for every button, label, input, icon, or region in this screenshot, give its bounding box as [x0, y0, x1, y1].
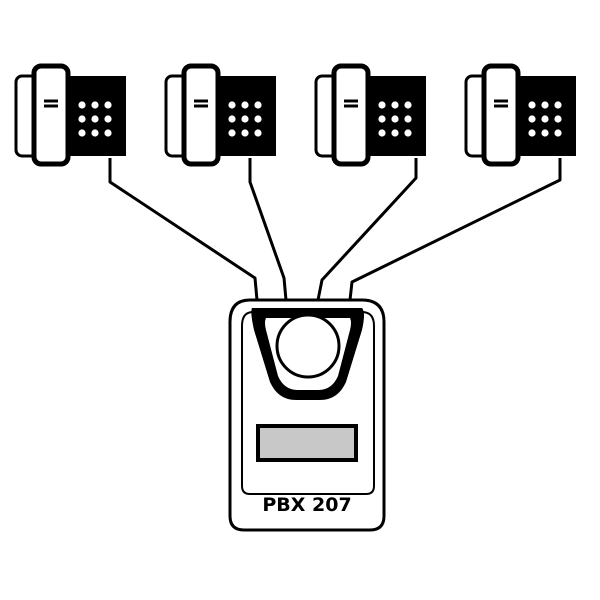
cable-phone-1 [108, 158, 259, 301]
pbx-unit-icon: PBX 207 [228, 298, 386, 532]
keypad-panel [220, 76, 276, 156]
pbx-label: PBX 207 [262, 494, 351, 516]
keypad-panel [370, 76, 426, 156]
handset [31, 63, 71, 167]
cable-phone-3 [316, 158, 418, 301]
keypad-panel [70, 76, 126, 156]
pbx-display-screen [260, 428, 354, 458]
keypad-buttons [78, 101, 112, 137]
cable-phone-2 [248, 158, 288, 301]
cable-phone-4 [348, 158, 562, 301]
desk-phone-icon [464, 63, 576, 167]
pbx-speaker [275, 313, 341, 379]
keypad-panel [520, 76, 576, 156]
handset [331, 63, 371, 167]
desk-phone-icon [314, 63, 426, 167]
handset [481, 63, 521, 167]
keypad-buttons [228, 101, 262, 137]
keypad-buttons [378, 101, 412, 137]
handset [181, 63, 221, 167]
desk-phone-icon [14, 63, 126, 167]
keypad-buttons [528, 101, 562, 137]
desk-phone-icon [164, 63, 276, 167]
connection-lines [108, 158, 562, 301]
